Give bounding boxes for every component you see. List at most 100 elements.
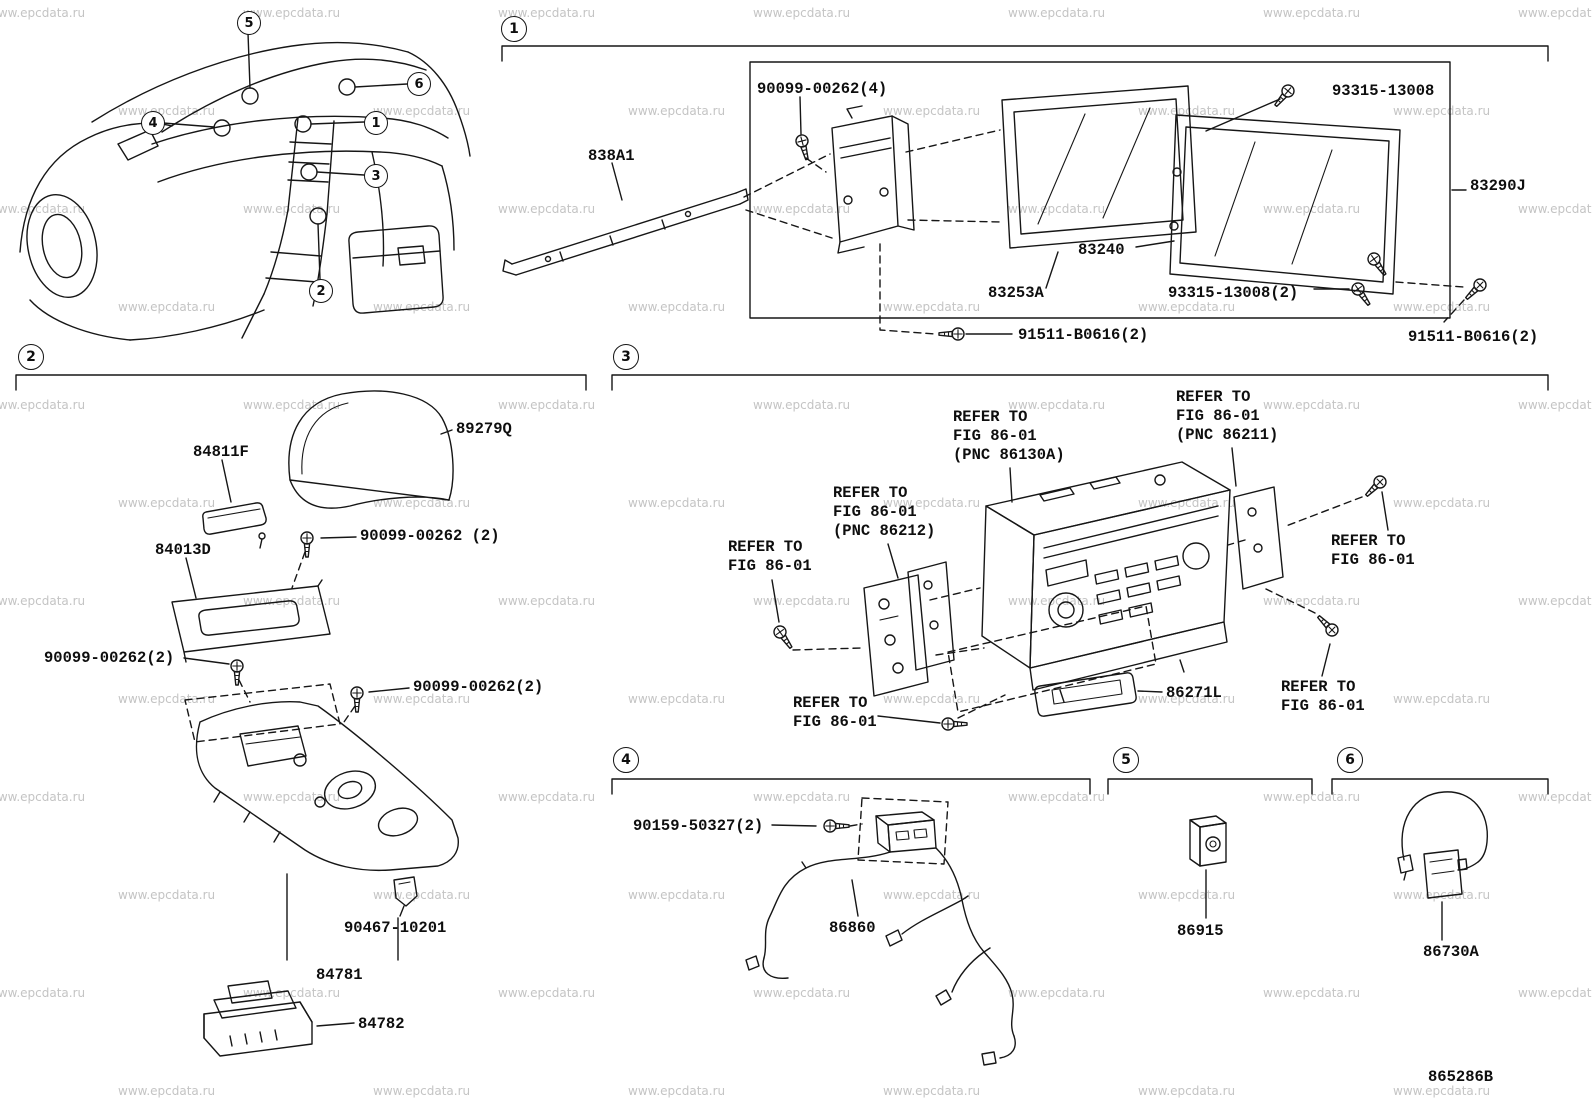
- sketch-callout-4: 4: [141, 111, 165, 135]
- watermark: www.epcdata.ru: [1393, 1084, 1491, 1098]
- watermark: www.epcdata.ru: [373, 692, 471, 706]
- watermark: www.epcdata.ru: [1393, 300, 1491, 314]
- watermark: www.epcdata.ru: [1008, 986, 1106, 1000]
- part-label-90159-50327: 90159-50327(2): [633, 817, 764, 835]
- watermark: www.epcdata.ru: [1393, 496, 1491, 510]
- watermark: www.epcdata.ru: [1138, 888, 1236, 902]
- watermark: www.epcdata.ru: [118, 888, 216, 902]
- sketch-callout-2: 2: [309, 279, 333, 303]
- watermark: www.epcdata.ru: [1008, 6, 1106, 20]
- watermark: www.epcdata.ru: [243, 986, 341, 1000]
- watermark: www.epcdata.ru: [0, 986, 86, 1000]
- part-label-86730a: 86730A: [1423, 943, 1479, 961]
- watermark: www.epcdata.ru: [1263, 790, 1361, 804]
- watermark: www.epcdata.ru: [628, 496, 726, 510]
- part-label-93315-13008: 93315-13008: [1332, 82, 1435, 100]
- refer-label-left: REFER TO FIG 86-01: [728, 538, 812, 575]
- section-6-callout: 6: [1337, 747, 1363, 773]
- watermark: www.epcdata.ru: [1518, 202, 1592, 216]
- part-label-90099-00262-a: 90099-00262 (2): [360, 527, 500, 545]
- watermark: www.epcdata.ru: [1263, 398, 1361, 412]
- part-label-83253a: 83253A: [988, 284, 1044, 302]
- watermark: www.epcdata.ru: [498, 398, 596, 412]
- part-label-83290j: 83290J: [1470, 177, 1526, 195]
- watermark: www.epcdata.ru: [0, 6, 86, 20]
- watermark: www.epcdata.ru: [753, 594, 851, 608]
- watermark: www.epcdata.ru: [753, 6, 851, 20]
- part-label-84013d: 84013D: [155, 541, 211, 559]
- watermark: www.epcdata.ru: [1393, 692, 1491, 706]
- watermark: www.epcdata.ru: [883, 1084, 981, 1098]
- watermark: www.epcdata.ru: [243, 398, 341, 412]
- watermark: www.epcdata.ru: [1138, 104, 1236, 118]
- section-5-art: [1189, 815, 1227, 919]
- watermark: www.epcdata.ru: [118, 1084, 216, 1098]
- refer-label-right: REFER TO FIG 86-01: [1331, 532, 1415, 569]
- watermark: www.epcdata.ru: [498, 594, 596, 608]
- section-2-art: [171, 390, 459, 1057]
- watermark: www.epcdata.ru: [0, 202, 86, 216]
- watermark: www.epcdata.ru: [628, 888, 726, 902]
- section-5-callout: 5: [1113, 747, 1139, 773]
- part-label-90467-10201: 90467-10201: [344, 919, 447, 937]
- section-6-art: [1397, 791, 1488, 941]
- part-label-90099-00262-c: 90099-00262(2): [413, 678, 544, 696]
- part-label-84782: 84782: [358, 1015, 405, 1033]
- section-brackets: [15, 45, 1549, 795]
- watermark: www.epcdata.ru: [118, 692, 216, 706]
- part-label-86271l: 86271L: [1166, 684, 1222, 702]
- section-1-callout: 1: [501, 16, 527, 42]
- watermark: www.epcdata.ru: [628, 300, 726, 314]
- watermark: www.epcdata.ru: [1138, 300, 1236, 314]
- watermark: www.epcdata.ru: [373, 1084, 471, 1098]
- watermark: www.epcdata.ru: [1008, 202, 1106, 216]
- watermark: www.epcdata.ru: [628, 692, 726, 706]
- watermark: www.epcdata.ru: [628, 1084, 726, 1098]
- watermark: www.epcdata.ru: [753, 398, 851, 412]
- refer-label-pnc86212: REFER TO FIG 86-01 (PNC 86212): [833, 484, 936, 540]
- part-label-838a1: 838A1: [588, 147, 635, 165]
- part-label-86915: 86915: [1177, 922, 1224, 940]
- part-label-90099-00262-b: 90099-00262(2): [44, 649, 175, 667]
- watermark: www.epcdata.ru: [1518, 594, 1592, 608]
- watermark: www.epcdata.ru: [373, 104, 471, 118]
- part-label-86860: 86860: [829, 919, 876, 937]
- document-number: 865286B: [1428, 1068, 1494, 1086]
- part-label-91511-b0616-a: 91511-B0616(2): [1018, 326, 1149, 344]
- part-label-83240: 83240: [1078, 241, 1125, 259]
- watermark: www.epcdata.ru: [498, 790, 596, 804]
- part-label-90099-00262-4: 90099-00262(4): [757, 80, 888, 98]
- watermark: www.epcdata.ru: [0, 790, 86, 804]
- refer-label-bottom-right: REFER TO FIG 86-01: [1281, 678, 1365, 715]
- watermark: www.epcdata.ru: [1138, 496, 1236, 510]
- refer-label-pnc86130a: REFER TO FIG 86-01 (PNC 86130A): [953, 408, 1065, 464]
- watermark: www.epcdata.ru: [883, 888, 981, 902]
- watermark: www.epcdata.ru: [1263, 6, 1361, 20]
- watermark: www.epcdata.ru: [118, 300, 216, 314]
- watermark: www.epcdata.ru: [883, 104, 981, 118]
- watermark: www.epcdata.ru: [0, 398, 86, 412]
- watermark: www.epcdata.ru: [1518, 398, 1592, 412]
- section-3-callout: 3: [613, 344, 639, 370]
- watermark: www.epcdata.ru: [0, 594, 86, 608]
- watermark: www.epcdata.ru: [1518, 6, 1592, 20]
- watermark: www.epcdata.ru: [753, 986, 851, 1000]
- part-label-84811f: 84811F: [193, 443, 249, 461]
- sketch-callout-6: 6: [407, 72, 431, 96]
- watermark: www.epcdata.ru: [1393, 104, 1491, 118]
- watermark: www.epcdata.ru: [498, 202, 596, 216]
- watermark: www.epcdata.ru: [118, 496, 216, 510]
- part-label-89279q: 89279Q: [456, 420, 512, 438]
- sketch-callout-1: 1: [364, 111, 388, 135]
- section-4-callout: 4: [613, 747, 639, 773]
- watermark: www.epcdata.ru: [498, 986, 596, 1000]
- watermark: www.epcdata.ru: [753, 202, 851, 216]
- watermark: www.epcdata.ru: [1138, 1084, 1236, 1098]
- watermark: www.epcdata.ru: [1008, 790, 1106, 804]
- section-4-art: [745, 797, 1016, 1066]
- watermark: www.epcdata.ru: [1263, 594, 1361, 608]
- part-label-84781: 84781: [316, 966, 363, 984]
- watermark: www.epcdata.ru: [628, 104, 726, 118]
